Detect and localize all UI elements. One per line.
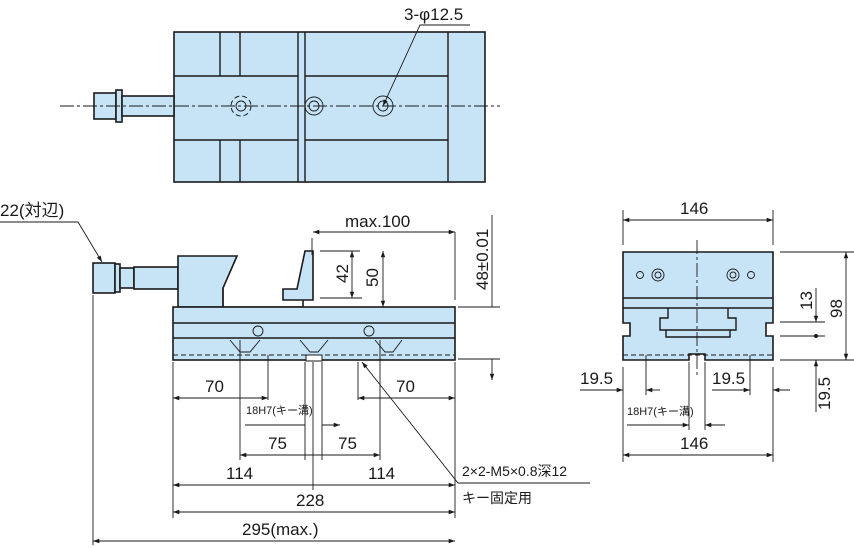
dim-114-left: 114 bbox=[226, 464, 253, 483]
end-width-bottom: 146 bbox=[680, 434, 708, 453]
dim-42: 42 bbox=[333, 264, 352, 283]
top-view: 3-φ12.5 bbox=[60, 5, 500, 183]
screw-callout: 2×2-M5×0.8深12 bbox=[462, 463, 567, 479]
dim-13: 13 bbox=[797, 291, 816, 310]
dim-height: 48±0.01 bbox=[473, 229, 492, 290]
dim-295: 295(max.) bbox=[242, 520, 319, 539]
dim-228: 228 bbox=[296, 491, 324, 510]
dim-70-left: 70 bbox=[205, 377, 224, 396]
end-view: 146 98 13 19.5 19.5 19.5 18H7(キー溝) 146 bbox=[580, 199, 854, 462]
dim-75-right: 75 bbox=[338, 434, 357, 453]
dim-70-right: 70 bbox=[396, 377, 415, 396]
side-view: max.100 42 50 48±0.01 22(対辺) 70 70 18H7(… bbox=[0, 201, 590, 545]
end-key-slot-label: 18H7(キー溝) bbox=[627, 405, 694, 418]
screw-purpose: キー固定用 bbox=[462, 490, 532, 506]
dim-19-5-right: 19.5 bbox=[712, 369, 745, 388]
end-width-top: 146 bbox=[680, 199, 708, 218]
dim-75-left: 75 bbox=[268, 434, 287, 453]
hex-callout: 22(対辺) bbox=[0, 201, 64, 220]
dim-19-5-left: 19.5 bbox=[580, 369, 613, 388]
dim-stroke: max.100 bbox=[345, 212, 410, 231]
dim-98: 98 bbox=[827, 299, 846, 318]
dim-19-5-vertical: 19.5 bbox=[815, 377, 834, 410]
hole-callout: 3-φ12.5 bbox=[404, 5, 463, 24]
dim-50: 50 bbox=[363, 268, 382, 287]
key-slot-label: 18H7(キー溝) bbox=[246, 404, 313, 417]
dim-114-right: 114 bbox=[368, 464, 395, 483]
